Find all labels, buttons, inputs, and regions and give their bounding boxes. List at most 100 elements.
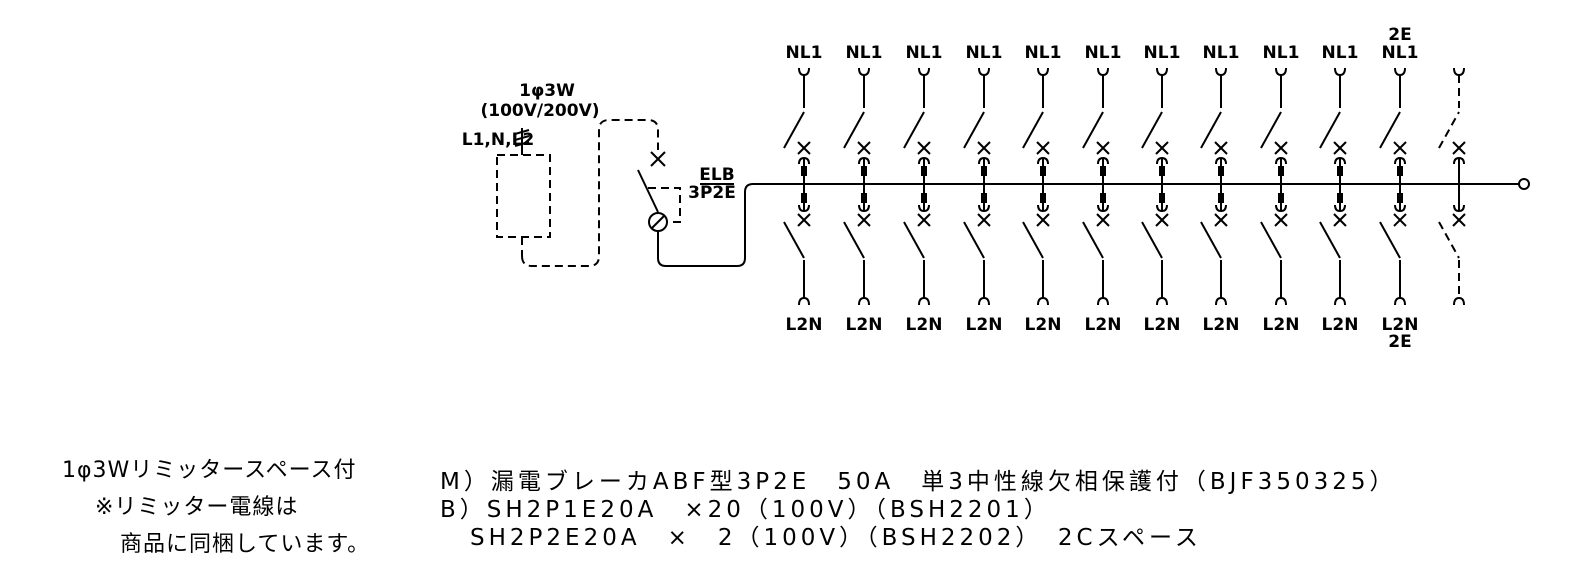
branch-breaker-top-switch [903, 111, 925, 149]
branch-breaker-top-switch [1200, 111, 1222, 149]
main-breaker-elb [637, 151, 1520, 267]
branch-cross-icon [857, 213, 871, 227]
branch-bottom-label: L2N [1263, 315, 1300, 335]
branch-cross-icon [1333, 141, 1347, 155]
three-wire-tick-icon [514, 128, 530, 152]
earth-bottom-label: 2E [1388, 332, 1411, 352]
branch-breaker-bottom-switch [843, 221, 865, 259]
branch-breaker-top-switch [1260, 111, 1282, 149]
branch-plug-icon [1040, 166, 1046, 176]
branch-bottom-label: L2N [1203, 315, 1240, 335]
branch-top-label: NL1 [1025, 43, 1062, 63]
branch-contact-icon [798, 204, 810, 213]
branch-breaker-bottom-switch [1082, 221, 1104, 259]
branch-bottom-label: L2N [786, 315, 823, 335]
branch-top-label: NL1 [1382, 43, 1419, 63]
branch-bottom-terminal-icon [1275, 296, 1287, 306]
branch-plug-icon [1100, 166, 1106, 176]
main-breaker-name: ELB [699, 165, 734, 185]
branch-plug-icon [921, 193, 927, 203]
branch-top-terminal-icon [1275, 67, 1287, 77]
branch-circuits [783, 67, 1466, 306]
branch-cross-icon [797, 141, 811, 155]
branch-bottom-label: L2N [1085, 315, 1122, 335]
branch-cross-icon [1155, 141, 1169, 155]
branch-bottom-terminal-icon [858, 296, 870, 306]
branch-contact-icon [1037, 204, 1049, 213]
bus-terminal-icon [1518, 178, 1530, 190]
branch-top-terminal-icon [1334, 67, 1346, 77]
branch-top-terminal-icon [858, 67, 870, 77]
branch-contact-icon [1215, 204, 1227, 213]
branch-contact-icon [1334, 204, 1346, 213]
main-breaker-poles: 3P2E [688, 183, 736, 203]
branch-breaker-top-switch [1379, 111, 1401, 149]
branch-plug-icon [921, 166, 927, 176]
branch-plug-icon [1100, 193, 1106, 203]
branch-top-label: NL1 [1144, 43, 1181, 63]
supply-lines-label: L1,N,L2 [462, 130, 534, 150]
branch-bottom-terminal-icon [978, 296, 990, 306]
branch-cross-icon [1214, 213, 1228, 227]
branch-top-label: NL1 [1322, 43, 1359, 63]
branch-cross-icon [1096, 213, 1110, 227]
branch-top-label: NL1 [1203, 43, 1240, 63]
spare-branch-breaker-top-switch [1438, 111, 1460, 149]
branch-breaker-top-switch [843, 111, 865, 149]
branch-bottom-label: L2N [906, 315, 943, 335]
branch-plug-icon [861, 193, 867, 203]
branch-cross-icon [977, 141, 991, 155]
supply-voltage-label: (100V/200V) [480, 101, 599, 121]
spec-branch-breaker-1: B）SH2P1E20A ×20（100V）（BSH2201） [440, 497, 1051, 523]
branch-breaker-bottom-switch [1022, 221, 1044, 259]
supply-phase-label: 1φ3W [519, 81, 575, 101]
branch-bottom-label: L2N [1144, 315, 1181, 335]
limiter-space [496, 119, 659, 267]
branch-plug-icon [861, 166, 867, 176]
branch-top-terminal-icon [918, 67, 930, 77]
branch-top-terminal-icon [798, 67, 810, 77]
branch-breaker-top-switch [1082, 111, 1104, 149]
branch-contact-icon [1156, 204, 1168, 213]
branch-cross-icon [857, 141, 871, 155]
branch-bottom-terminal-icon [1334, 296, 1346, 306]
branch-cross-icon [917, 141, 931, 155]
branch-cross-icon [977, 213, 991, 227]
branch-breaker-bottom-switch [1260, 221, 1282, 259]
branch-contact-icon [1453, 204, 1465, 213]
branch-top-label: NL1 [1085, 43, 1122, 63]
branch-bottom-terminal-icon [1037, 296, 1049, 306]
spare-branch-breaker-bottom-switch [1438, 221, 1460, 259]
branch-cross-icon [1393, 213, 1407, 227]
branch-bottom-label: L2N [1322, 315, 1359, 335]
limiter-note-line3: 商品に同梱しています。 [120, 532, 370, 557]
branch-breaker-bottom-switch [1379, 221, 1401, 259]
branch-cross-icon [1096, 141, 1110, 155]
branch-breaker-top-switch [1319, 111, 1341, 149]
branch-plug-icon [1159, 193, 1165, 203]
branch-top-terminal-icon [1156, 67, 1168, 77]
branch-bottom-label: L2N [1382, 315, 1419, 335]
branch-breaker-bottom-switch [963, 221, 985, 259]
branch-top-terminal-icon [1453, 67, 1465, 77]
branch-bottom-label: L2N [966, 315, 1003, 335]
branch-top-label: NL1 [966, 43, 1003, 63]
branch-plug-icon [1278, 193, 1284, 203]
branch-plug-icon [1159, 166, 1165, 176]
branch-top-terminal-icon [1394, 67, 1406, 77]
branch-plug-icon [981, 166, 987, 176]
branch-bottom-terminal-icon [918, 296, 930, 306]
branch-plug-icon [801, 166, 807, 176]
branch-breaker-top-switch [783, 111, 805, 149]
branch-bottom-terminal-icon [1215, 296, 1227, 306]
branch-top-terminal-icon [1215, 67, 1227, 77]
branch-plug-icon [1218, 166, 1224, 176]
branch-contact-icon [1275, 204, 1287, 213]
branch-cross-icon [1274, 213, 1288, 227]
branch-bottom-terminal-icon [798, 296, 810, 306]
branch-bottom-terminal-icon [1097, 296, 1109, 306]
branch-cross-icon [1333, 213, 1347, 227]
limiter-note-line2: ※リミッター電線は [95, 495, 298, 520]
branch-plug-icon [1397, 166, 1403, 176]
branch-contact-icon [1097, 204, 1109, 213]
